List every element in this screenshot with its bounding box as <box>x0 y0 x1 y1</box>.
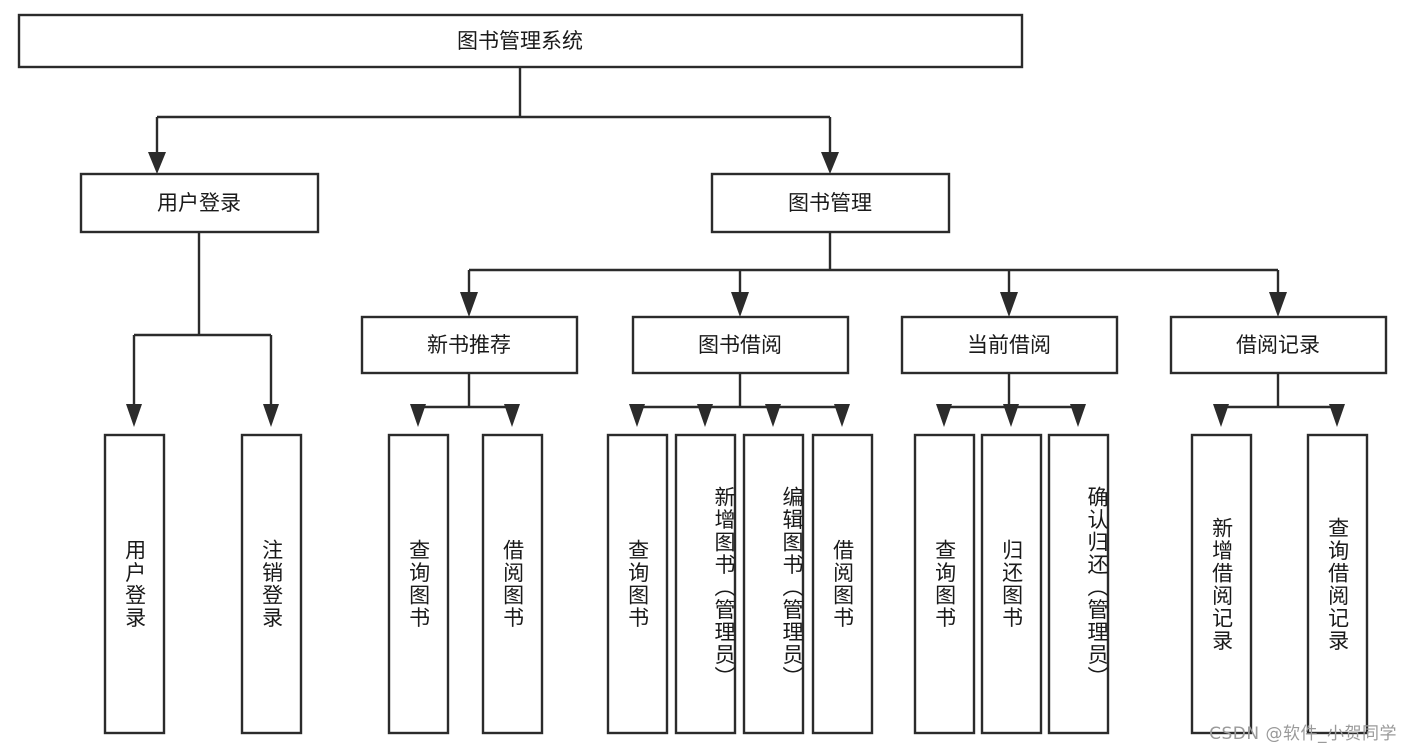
node-leaf-query-book-1[interactable] <box>387 433 450 735</box>
arrowhead-leaf-query-book-1 <box>410 404 426 427</box>
node-leaf-query-book-3[interactable] <box>913 433 976 735</box>
node-leaf-logout-login[interactable] <box>240 433 303 735</box>
arrowhead-user-login <box>148 152 166 174</box>
node-leaf-borrow-book-2[interactable] <box>811 433 874 735</box>
arrowhead-leaf-query-book-2 <box>629 404 645 427</box>
node-leaf-user-login[interactable] <box>103 433 166 735</box>
csdn-watermark: CSDN @软件_小贺同学 <box>1209 724 1397 744</box>
node-root-label: 图书管理系统 <box>457 29 583 53</box>
node-root[interactable] <box>17 13 1024 69</box>
arrowhead-leaf-add-book <box>697 404 713 427</box>
node-leaf-return-book[interactable] <box>980 433 1043 735</box>
arrowhead-leaf-query-record <box>1329 404 1345 427</box>
node-book-manage-label: 图书管理 <box>788 191 872 215</box>
node-borrow-record-label: 借阅记录 <box>1236 333 1320 357</box>
arrowhead-leaf-confirm-return <box>1070 404 1086 427</box>
node-book-manage[interactable] <box>710 172 951 234</box>
node-borrow-record[interactable] <box>1169 315 1388 375</box>
node-book-borrow[interactable] <box>631 315 850 375</box>
node-leaf-edit-book[interactable] <box>742 433 805 735</box>
arrowhead-leaf-add-record <box>1213 404 1229 427</box>
arrowhead-book-borrow <box>731 292 749 317</box>
arrowhead-current-borrow <box>1000 292 1018 317</box>
node-user-login-label: 用户登录 <box>157 191 241 215</box>
node-leaf-borrow-book-1[interactable] <box>481 433 544 735</box>
arrowhead-leaf-query-book-3 <box>936 404 952 427</box>
node-leaf-query-book-2[interactable] <box>606 433 669 735</box>
node-leaf-query-record[interactable] <box>1306 433 1369 735</box>
arrowhead-leaf-return-book <box>1003 404 1019 427</box>
arrowhead-leaf-borrow-book-1 <box>504 404 520 427</box>
node-layer: 图书管理系统 用户登录 图书管理 新书推荐 图书借阅 当前借阅 借阅记录 <box>17 13 1388 735</box>
node-book-borrow-label: 图书借阅 <box>698 333 782 357</box>
node-current-borrow[interactable] <box>900 315 1119 375</box>
node-leaf-add-record[interactable] <box>1190 433 1253 735</box>
node-user-login[interactable] <box>79 172 320 234</box>
arrowhead-new-book-rec <box>460 292 478 317</box>
arrowhead-leaf-logout-login <box>263 404 279 427</box>
node-leaf-add-book[interactable] <box>674 433 737 735</box>
node-current-borrow-label: 当前借阅 <box>967 333 1051 357</box>
node-new-book-rec-label: 新书推荐 <box>427 333 511 357</box>
arrowhead-leaf-edit-book <box>765 404 781 427</box>
node-leaf-confirm-return[interactable] <box>1047 433 1110 735</box>
connector-layer <box>126 67 1345 427</box>
arrowhead-leaf-user-login <box>126 404 142 427</box>
arrowhead-book-manage <box>821 152 839 174</box>
arrowhead-borrow-record <box>1269 292 1287 317</box>
arrowhead-leaf-borrow-book-2 <box>834 404 850 427</box>
node-new-book-rec[interactable] <box>360 315 579 375</box>
